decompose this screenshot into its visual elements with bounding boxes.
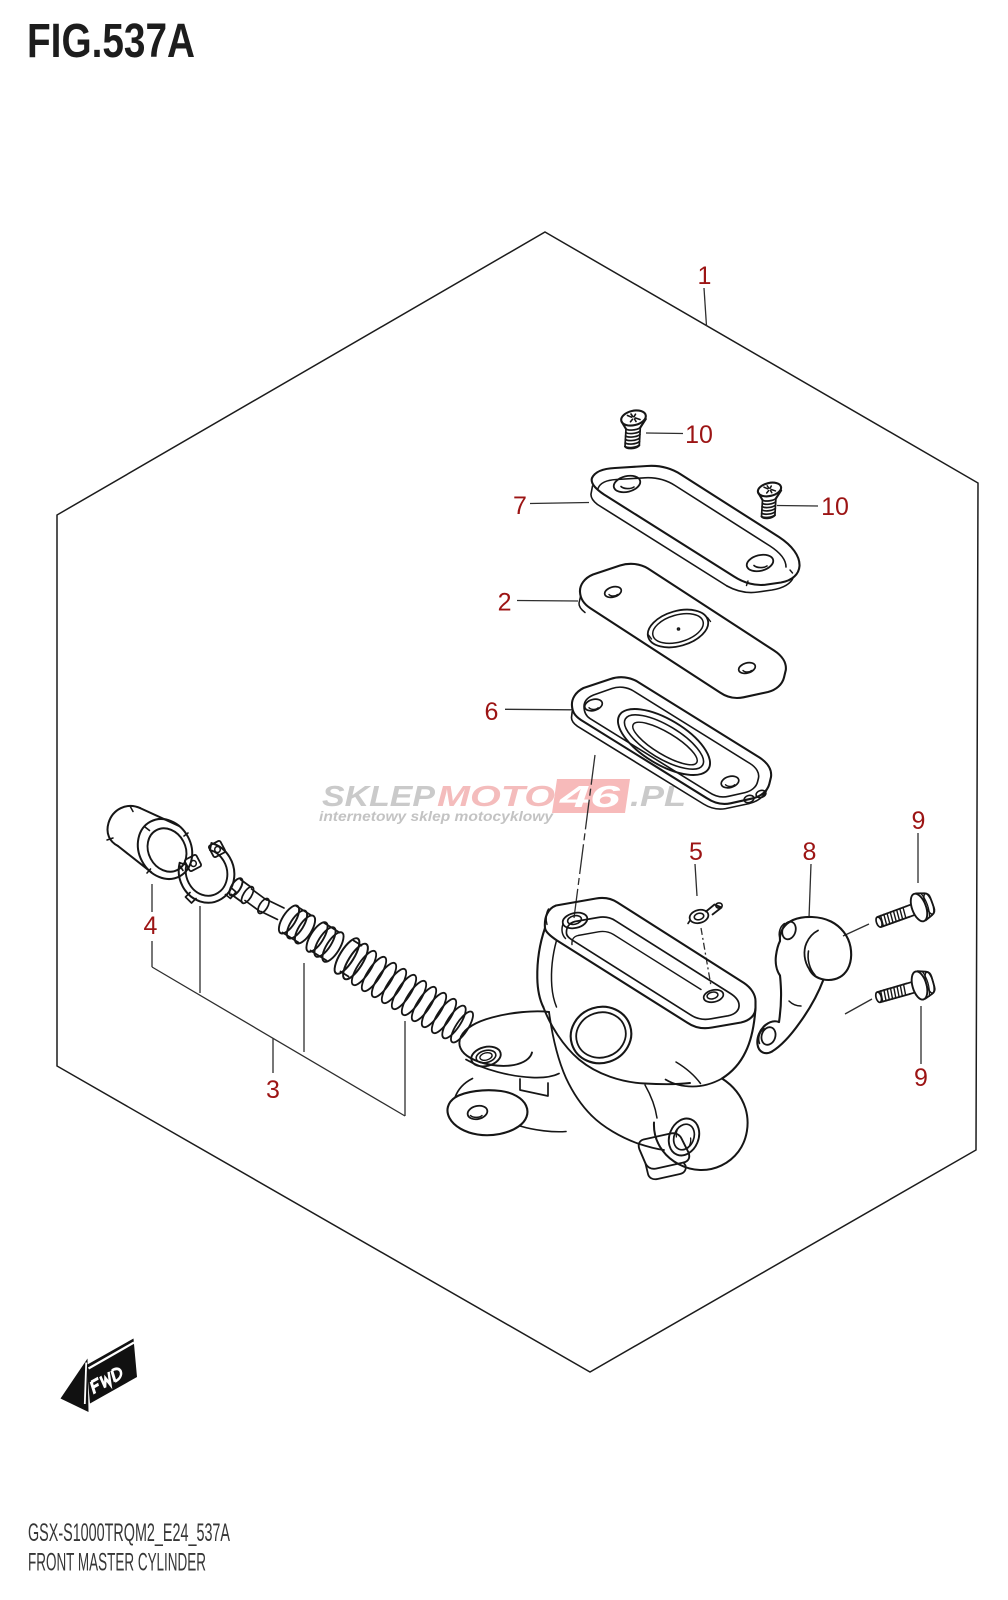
svg-text:.PL: .PL: [630, 781, 686, 813]
svg-text:2: 2: [498, 589, 512, 617]
svg-text:FIG.537A: FIG.537A: [27, 15, 195, 68]
svg-text:8: 8: [803, 838, 817, 866]
svg-text:46: 46: [558, 779, 621, 814]
svg-text:9: 9: [912, 807, 926, 835]
svg-text:10: 10: [821, 493, 849, 521]
svg-text:7: 7: [513, 492, 527, 520]
svg-text:3: 3: [266, 1076, 280, 1104]
svg-text:MOTO: MOTO: [437, 781, 556, 813]
svg-text:5: 5: [689, 838, 703, 866]
svg-text:GSX-S1000TRQM2_E24_537A: GSX-S1000TRQM2_E24_537A: [28, 1519, 230, 1547]
svg-text:4: 4: [144, 912, 158, 940]
svg-text:1: 1: [698, 262, 712, 290]
svg-text:9: 9: [914, 1064, 928, 1092]
svg-text:internetowy sklep motocyklowy: internetowy sklep motocyklowy: [319, 809, 555, 824]
svg-text:SKLEP: SKLEP: [322, 781, 436, 813]
svg-text:10: 10: [685, 421, 713, 449]
svg-text:6: 6: [485, 698, 499, 726]
svg-text:FRONT MASTER CYLINDER: FRONT MASTER CYLINDER: [28, 1549, 206, 1577]
